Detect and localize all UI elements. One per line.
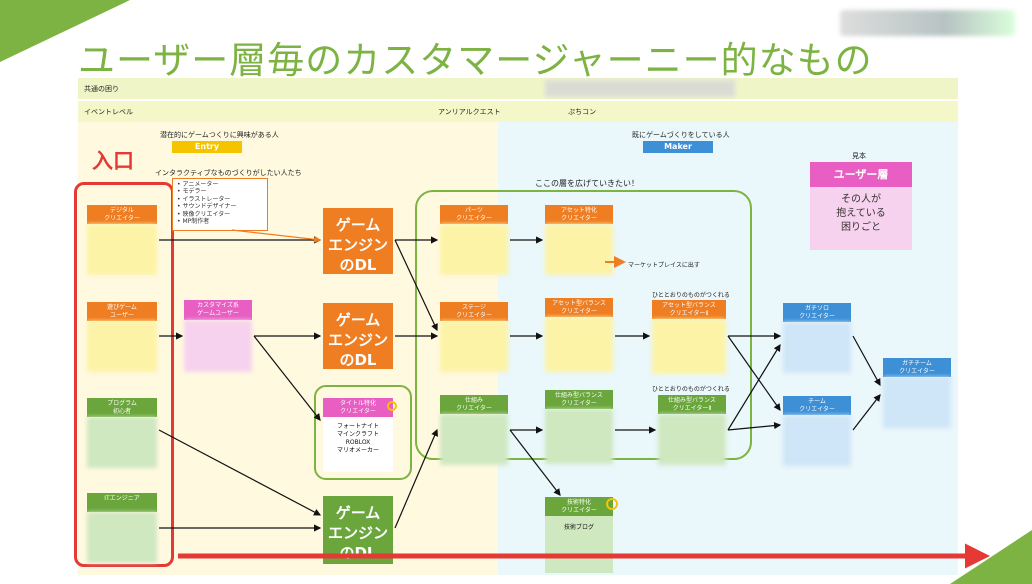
connector xyxy=(852,394,881,431)
mechanism-balance-card: 仕組み型バランス クリエイター xyxy=(545,390,613,464)
connector xyxy=(394,239,438,332)
entry-caption: 潜在的にゲームつくりに興味がある人 xyxy=(160,131,279,139)
legend-label: 見本 xyxy=(852,152,866,160)
title-frame xyxy=(314,385,412,480)
engine-download-2: ゲーム エンジン のDL xyxy=(323,303,393,369)
marketplace-note: マーケットプレイスに出す xyxy=(628,262,700,269)
custom-game-user-card: カスタマイズ系 ゲームユーザー xyxy=(184,300,252,372)
logo xyxy=(840,10,1015,36)
asset-creator-card: アセット特化 クリエイター xyxy=(545,205,613,275)
legend-card: ユーザー層 その人が抱えている困りごと xyxy=(810,162,912,250)
expand-note: ここの層を広げていきたい！ xyxy=(535,179,639,188)
list-item: • アニメーター xyxy=(177,181,219,188)
page-title: ユーザー層毎のカスタマージャーニー的なもの xyxy=(78,39,873,82)
asset-balance-card: アセット型バランス クリエイター xyxy=(545,298,613,372)
mechanism-balance-2-card: 仕組み型バランス クリエイターⅡ xyxy=(658,395,726,465)
maker-caption: 既にゲームづくりをしている人 xyxy=(632,131,730,139)
maker-badge: Maker xyxy=(643,141,713,153)
entry-badge: Entry xyxy=(172,141,242,153)
solo-creator-card: ガチソロ クリエイター xyxy=(783,303,851,373)
highlight-circle xyxy=(606,498,618,510)
interactive-arrow xyxy=(231,229,322,243)
list-item: • モデラー xyxy=(177,188,207,196)
engine-download-1: ゲーム エンジン のDL xyxy=(323,208,393,274)
entrance-frame xyxy=(74,182,174,567)
parts-creator-card: パーツ クリエイター xyxy=(440,205,508,275)
it-engineer-card: ITエンジニア xyxy=(87,493,157,563)
connector xyxy=(727,343,781,431)
interactive-list: • アニメーター • モデラー • イラストレーター • サウンドデザイナー •… xyxy=(172,178,268,231)
list-item: • イラストレーター xyxy=(177,195,231,203)
connector xyxy=(727,421,782,431)
connector xyxy=(253,335,321,421)
connector xyxy=(509,429,561,496)
game-user-card: 遊びゲーム ユーザー xyxy=(87,302,157,372)
corner-decoration-top xyxy=(0,0,130,62)
complete-note: ひととおりのものがつくれる xyxy=(652,386,730,393)
redacted-cell xyxy=(545,80,735,97)
common-problems-row: 共通の困り xyxy=(78,78,958,99)
beginner-programmer-card: プログラム 初心者 xyxy=(87,398,157,468)
stage-creator-card: ステージ クリエイター xyxy=(440,302,508,372)
entrance-label: 入口 xyxy=(92,149,134,173)
interactive-caption: インタラクティブなものづくりがしたい人たち xyxy=(155,169,302,177)
event-level-row: イベントレベル アンリアルクエスト ぷちコン xyxy=(78,101,958,122)
connector xyxy=(158,429,322,516)
team-creator-card: チーム クリエイター xyxy=(783,396,851,466)
highlight-circle xyxy=(387,401,397,411)
complete-note: ひととおりのものがつくれる xyxy=(652,292,730,299)
asset-balance-2-card: アセット型バランス クリエイターⅡ xyxy=(652,300,726,374)
digital-creator-card: デジタル クリエイター xyxy=(87,205,157,275)
list-item: • MP制作者 xyxy=(177,218,210,226)
connector xyxy=(852,335,881,387)
mechanism-creator-card: 仕組み クリエイター xyxy=(440,395,508,465)
tech-creator-card: 技術特化 クリエイター 技術ブログ xyxy=(545,497,613,573)
legend-body: その人が抱えている困りごと xyxy=(836,194,886,233)
connector xyxy=(394,428,438,529)
title-creator-card: タイトル特化 クリエイター フォートナイト マインクラフト ROBLOX マリオ… xyxy=(323,398,393,472)
list-item: • 映像クリエイター xyxy=(177,210,231,218)
connector xyxy=(727,335,781,411)
list-item: • サウンドデザイナー xyxy=(177,203,237,211)
legend-header: ユーザー層 xyxy=(810,162,912,187)
corner-decoration-bottom xyxy=(950,530,1032,584)
pro-team-creator-card: ガチチーム クリエイター xyxy=(883,358,951,428)
